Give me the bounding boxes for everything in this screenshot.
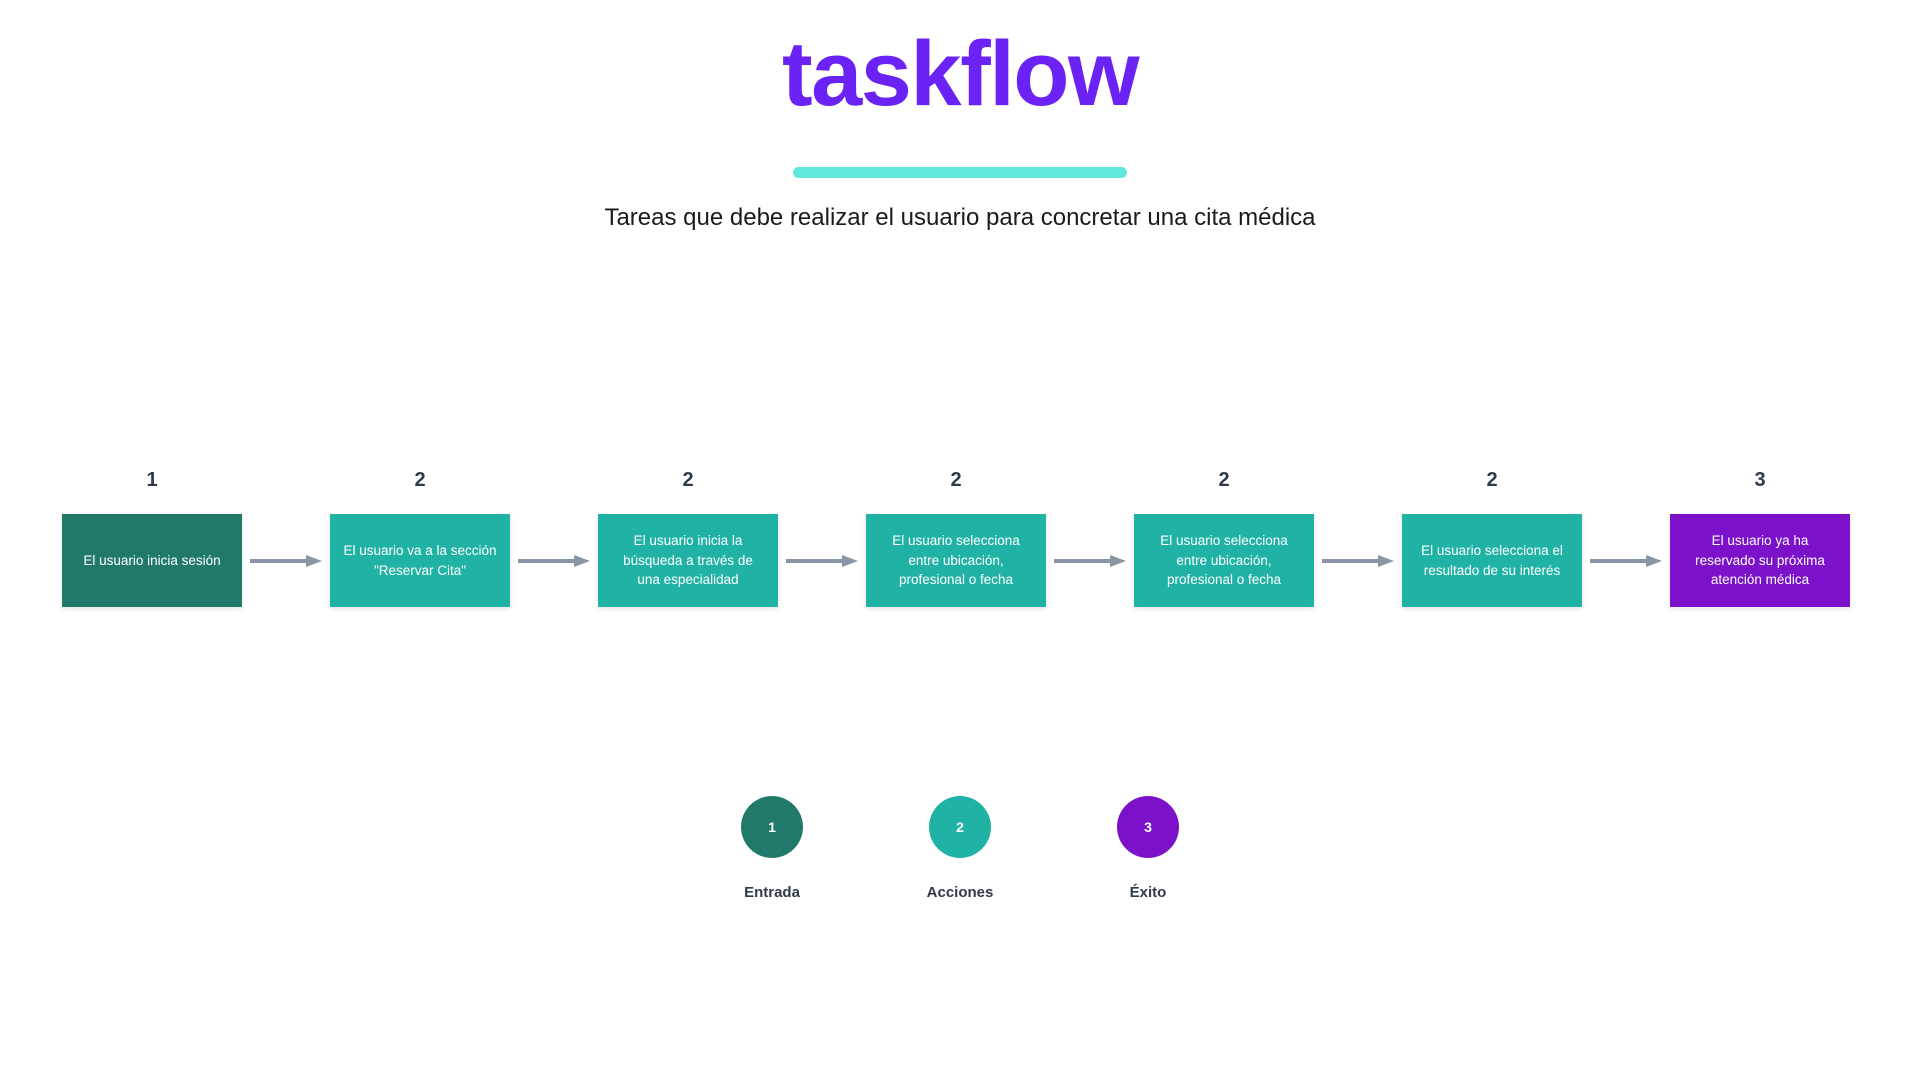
flow-arrow-icon — [242, 514, 330, 607]
flow-step-4: 2 El usuario selecciona entre ubicación, … — [866, 470, 1046, 607]
flow-step-3: 2 El usuario inicia la búsqueda a través … — [598, 470, 778, 607]
legend-label: Entrada — [744, 884, 800, 901]
legend-label: Acciones — [926, 884, 994, 901]
legend-dot-entry: 1 — [741, 796, 803, 858]
flow-node-success[interactable]: El usuario ya ha reservado su próxima at… — [1670, 514, 1850, 607]
flow-step-2: 2 El usuario va a la sección "Reservar Ci… — [330, 470, 510, 607]
flow-arrow-icon — [510, 514, 598, 607]
flow-step-7: 3 El usuario ya ha reservado su próxima a… — [1670, 470, 1850, 607]
flow-step-1: 1 El usuario inicia sesión — [62, 470, 242, 607]
flow-node-action[interactable]: El usuario selecciona entre ubicación, p… — [866, 514, 1046, 607]
flow-arrow-icon — [1046, 514, 1134, 607]
accent-divider — [793, 166, 1127, 178]
page-title: taskflow — [781, 23, 1140, 125]
task-flow-row: 1 El usuario inicia sesión 2 El usuario va … — [62, 470, 1862, 607]
step-number: 1 — [146, 469, 158, 491]
legend-dot-action: 2 — [929, 796, 991, 858]
accent-bar-wrapper — [0, 166, 1920, 178]
flow-step-6: 2 El usuario selecciona el resultado de s… — [1402, 470, 1582, 607]
legend-dot-success: 3 — [1117, 796, 1179, 858]
step-number: 2 — [1486, 469, 1498, 491]
flow-node-action[interactable]: El usuario inicia la búsqueda a través d… — [598, 514, 778, 607]
flow-node-action[interactable]: El usuario selecciona el resultado de su… — [1402, 514, 1582, 607]
flow-arrow-icon — [1582, 514, 1670, 607]
flow-node-action[interactable]: El usuario selecciona entre ubicación, p… — [1134, 514, 1314, 607]
step-number: 3 — [1754, 469, 1766, 491]
flow-node-entry[interactable]: El usuario inicia sesión — [62, 514, 242, 607]
page-subtitle: Tareas que debe realizar el usuario para… — [604, 203, 1316, 231]
step-number: 2 — [682, 469, 694, 491]
flow-arrow-icon — [778, 514, 866, 607]
flow-step-5: 2 El usuario selecciona entre ubicación, … — [1134, 470, 1314, 607]
step-number: 2 — [950, 469, 962, 491]
step-number: 2 — [1218, 469, 1230, 491]
flow-arrow-icon — [1314, 514, 1402, 607]
step-number: 2 — [414, 469, 426, 491]
legend-label: Éxito — [1129, 884, 1167, 901]
page-header: taskflow Tareas que debe realizar el usu… — [0, 0, 1920, 234]
flow-node-action[interactable]: El usuario va a la sección "Reservar Cit… — [330, 514, 510, 607]
